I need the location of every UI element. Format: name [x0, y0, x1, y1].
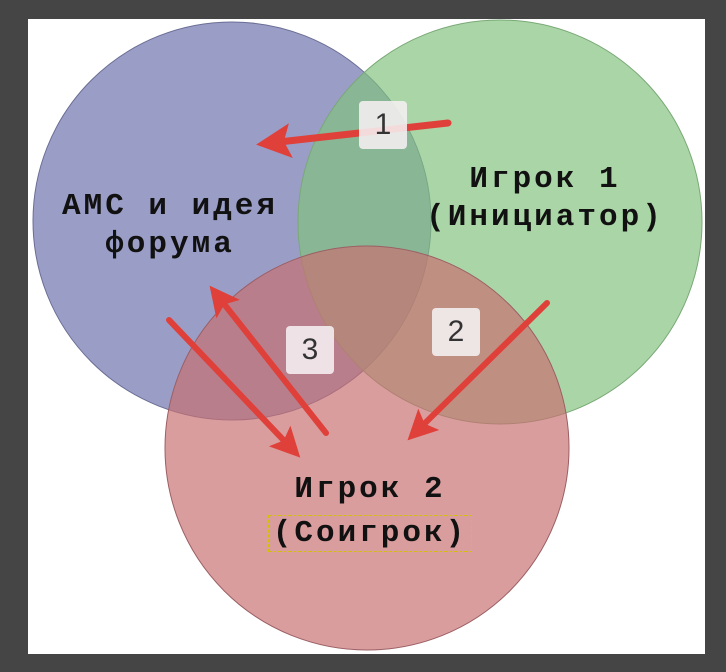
- badge-3: 3: [286, 326, 334, 374]
- arrow-3-down: [166, 317, 301, 458]
- arrow-2: [407, 300, 550, 441]
- arrow-3-up: [209, 285, 329, 436]
- label-player1: Игрок 1 (Инициатор): [400, 161, 690, 237]
- label-ams-line1: АМС и идея: [61, 189, 279, 224]
- badge-2: 2: [432, 308, 480, 356]
- label-ams-line2: форума: [105, 227, 235, 262]
- label-ams: АМС и идея форума: [30, 188, 310, 264]
- label-player2-line2-selected[interactable]: (Соигрок): [267, 515, 473, 552]
- label-player1-line1: Игрок 1: [469, 162, 621, 197]
- badge-1: 1: [359, 101, 407, 149]
- label-player2: Игрок 2 (Соигрок): [240, 471, 500, 553]
- label-player1-line2: (Инициатор): [426, 200, 664, 235]
- label-player2-line1: Игрок 2: [294, 472, 446, 507]
